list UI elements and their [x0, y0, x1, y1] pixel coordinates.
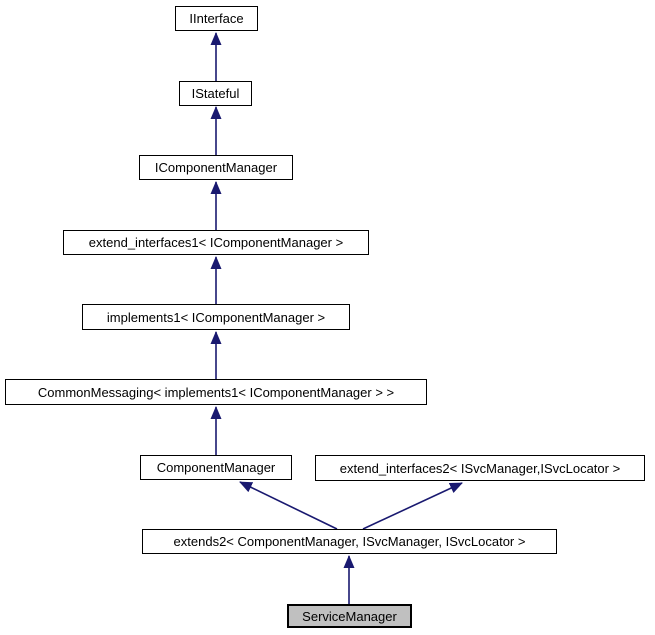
node-commonmessaging[interactable]: CommonMessaging< implements1< IComponent… — [5, 379, 427, 405]
node-servicemanager: ServiceManager — [287, 604, 412, 628]
node-implements1[interactable]: implements1< IComponentManager > — [82, 304, 350, 330]
node-istateful[interactable]: IStateful — [179, 81, 252, 106]
edge-extends2-to-extend-interfaces2 — [362, 482, 463, 530]
node-componentmanager[interactable]: ComponentManager — [140, 455, 292, 480]
node-label: extends2< ComponentManager, ISvcManager,… — [173, 534, 526, 549]
node-label: ServiceManager — [302, 608, 397, 624]
node-label: IComponentManager — [154, 160, 278, 175]
node-icomponentmanager[interactable]: IComponentManager — [139, 155, 293, 180]
node-label: implements1< IComponentManager > — [106, 309, 326, 325]
node-extends2[interactable]: extends2< ComponentManager, ISvcManager,… — [142, 529, 557, 554]
node-label: IInterface — [189, 11, 244, 26]
edge-extends2-to-componentmanager — [239, 481, 338, 530]
node-label: ComponentManager — [156, 460, 276, 475]
node-label: IStateful — [191, 86, 240, 101]
node-extend-interfaces2[interactable]: extend_interfaces2< ISvcManager,ISvcLoca… — [315, 455, 645, 481]
node-iinterface[interactable]: IInterface — [175, 6, 258, 31]
node-label: extend_interfaces2< ISvcManager,ISvcLoca… — [339, 460, 621, 476]
node-label: extend_interfaces1< IComponentManager > — [88, 235, 344, 250]
node-label: CommonMessaging< implements1< IComponent… — [37, 384, 395, 400]
node-extend-interfaces1[interactable]: extend_interfaces1< IComponentManager > — [63, 230, 369, 255]
